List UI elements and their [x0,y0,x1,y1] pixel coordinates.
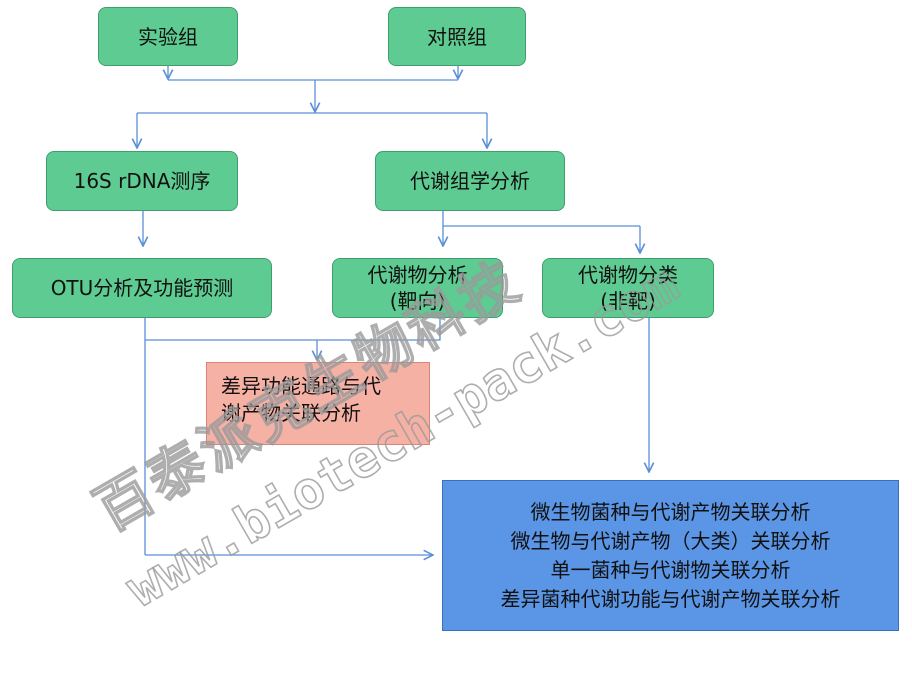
control-group-label: 对照组 [427,24,487,49]
targeted-metabolite-label: 代谢物分析 [367,263,468,287]
metabolomics-label: 代谢组学分析 [410,169,530,193]
pathway-correlation-node: 差异功能通路与代 谢产物关联分析 [206,362,430,445]
pathway-correlation-line2: 谢产物关联分析 [221,401,361,425]
otu-analysis-label: OTU分析及功能预测 [50,276,234,300]
untargeted-metabolite-sublabel: (非靶) [600,289,656,313]
correlation-item: 微生物与代谢产物（大类）关联分析 [510,528,831,553]
experimental-group-label: 实验组 [138,24,198,49]
sequencing-label: 16S rDNA测序 [73,169,211,193]
correlation-analysis-node: 微生物菌种与代谢产物关联分析 微生物与代谢产物（大类）关联分析 单一菌种与代谢物… [442,480,899,631]
untargeted-metabolite-node: 代谢物分类 (非靶) [542,258,714,318]
correlation-item: 差异菌种代谢功能与代谢产物关联分析 [500,586,841,611]
connector-metabolomics-branch [442,211,640,227]
untargeted-metabolite-label: 代谢物分类 [578,263,678,287]
correlation-item: 微生物菌种与代谢产物关联分析 [530,499,811,524]
correlation-item: 单一菌种与代谢物关联分析 [550,557,791,582]
targeted-metabolite-sublabel: (靶向) [389,289,446,313]
connector-targeted-down [145,318,441,341]
otu-analysis-node: OTU分析及功能预测 [12,258,272,318]
metabolomics-node: 代谢组学分析 [375,151,565,211]
pathway-correlation-line1: 差异功能通路与代 [221,374,381,398]
experimental-group-node: 实验组 [98,7,238,66]
sequencing-node: 16S rDNA测序 [46,151,238,211]
targeted-metabolite-node: 代谢物分析 (靶向) [332,258,503,318]
control-group-node: 对照组 [388,7,526,66]
